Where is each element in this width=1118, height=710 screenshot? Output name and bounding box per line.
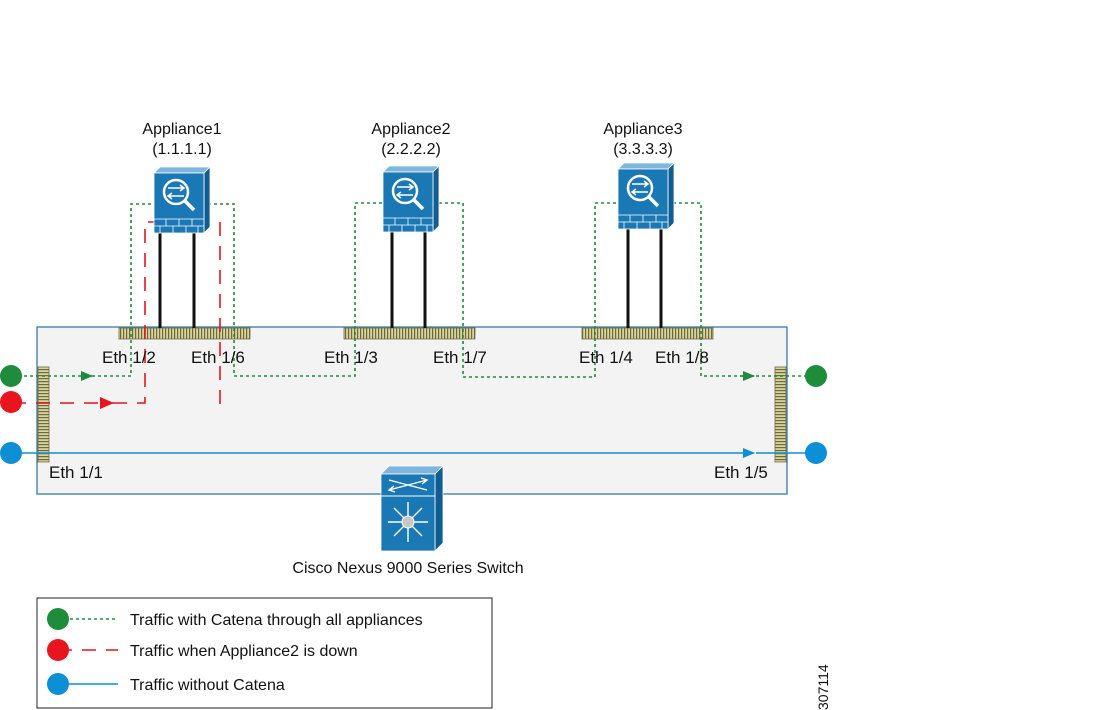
appliance-cables	[158, 228, 663, 328]
green-endpoint-left	[0, 365, 22, 387]
port-label-eth-1-8: Eth 1/8	[655, 348, 709, 367]
port-strip-appliance3	[581, 327, 714, 340]
blue-endpoint-left	[0, 442, 22, 464]
legend-item-red	[47, 639, 118, 661]
red-endpoint-left	[0, 391, 22, 413]
port-strip-left	[37, 366, 50, 463]
port-strip-appliance1	[118, 327, 251, 340]
legend-label-blue: Traffic without Catena	[130, 677, 285, 694]
port-label-eth-1-6: Eth 1/6	[191, 348, 245, 367]
legend-label-green: Traffic with Catena through all applianc…	[130, 612, 423, 629]
port-label-eth-1-5: Eth 1/5	[714, 463, 768, 482]
appliance3-ip: (3.3.3.3)	[613, 141, 673, 158]
port-label-eth-1-4: Eth 1/4	[579, 348, 633, 367]
figure-id: 307114	[815, 664, 831, 710]
appliance3-name: Appliance3	[603, 121, 682, 138]
port-strip-appliance2	[343, 327, 476, 340]
nexus-switch-icon	[380, 465, 444, 552]
appliance2-icon	[382, 165, 440, 233]
legend-item-green	[47, 608, 118, 630]
blue-endpoint-right	[805, 442, 827, 464]
appliance3-icon	[617, 162, 675, 230]
green-endpoint-right	[805, 365, 827, 387]
port-label-eth-1-2: Eth 1/2	[102, 348, 156, 367]
port-label-eth-1-1: Eth 1/1	[49, 463, 103, 482]
appliance1-icon	[153, 166, 211, 234]
switch-label: Cisco Nexus 9000 Series Switch	[292, 560, 523, 577]
appliance2-ip: (2.2.2.2)	[381, 141, 441, 158]
port-label-eth-1-3: Eth 1/3	[324, 348, 378, 367]
port-strip-right	[774, 366, 787, 463]
red-traffic-path	[12, 221, 221, 409]
legend-box	[36, 597, 493, 709]
legend-item-blue	[47, 673, 118, 695]
appliance2-name: Appliance2	[371, 121, 450, 138]
port-label-eth-1-7: Eth 1/7	[433, 348, 487, 367]
appliance1-ip: (1.1.1.1)	[152, 141, 212, 158]
appliance1-name: Appliance1	[142, 121, 221, 138]
legend-label-red: Traffic when Appliance2 is down	[130, 643, 358, 660]
